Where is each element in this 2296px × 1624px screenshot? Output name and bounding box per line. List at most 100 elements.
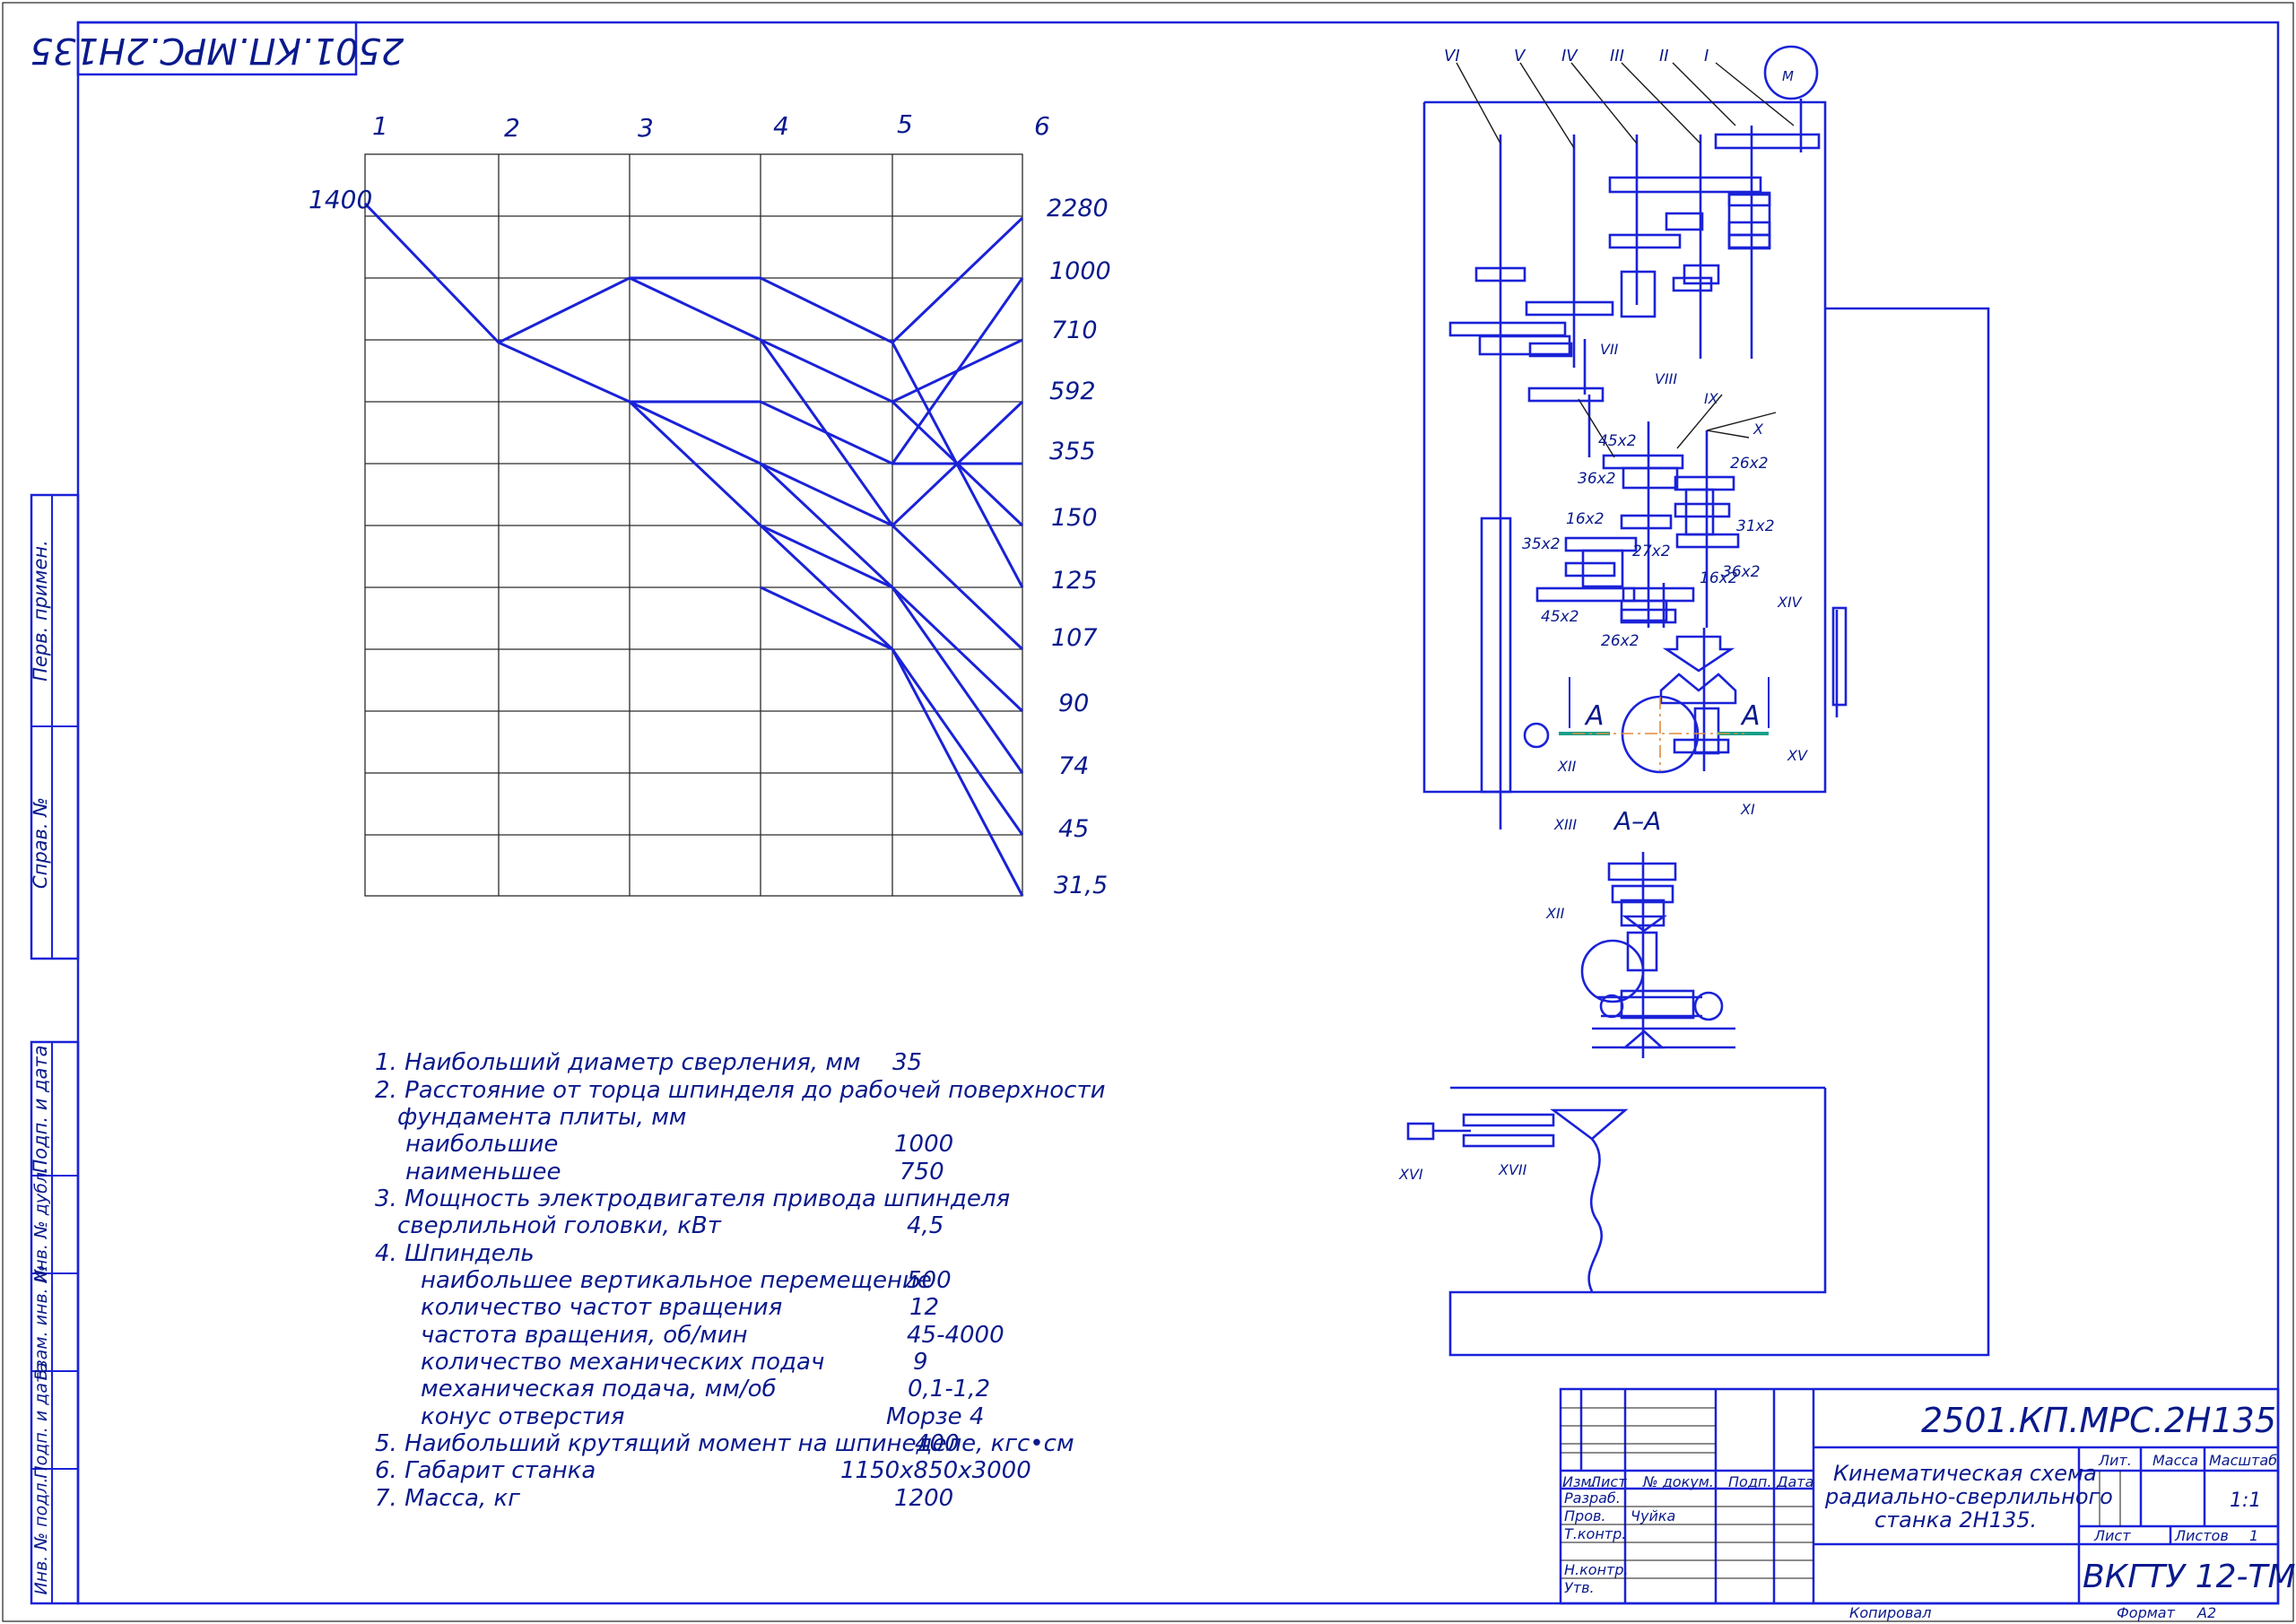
gear-label: 27х2 bbox=[1632, 543, 1671, 560]
stage-label: 4 bbox=[773, 111, 789, 141]
section-letter: А bbox=[1584, 700, 1605, 732]
spec-text: наименьшее bbox=[405, 1159, 561, 1185]
gear-label: 26х2 bbox=[1730, 455, 1769, 473]
gear-label: 16х2 bbox=[1566, 510, 1605, 528]
shaft-label: XI bbox=[1740, 801, 1755, 818]
shaft-label: VI bbox=[1444, 47, 1460, 65]
spec-value: 1200 bbox=[894, 1485, 953, 1512]
speed-ray bbox=[629, 276, 1023, 404]
spec-value: 0,1-1,2 bbox=[908, 1376, 990, 1403]
spec-text: наибольшие bbox=[405, 1131, 558, 1158]
shaft-label: XII bbox=[1545, 905, 1565, 922]
drawing-name-line: радиально-сверлильного bbox=[1824, 1484, 2113, 1509]
side-stamp-label: Перв. примен. bbox=[30, 540, 51, 682]
speed-ray bbox=[498, 277, 1024, 465]
speed-label: 2280 bbox=[1047, 195, 1109, 222]
input-speed-label: 1400 bbox=[309, 185, 372, 214]
motor: М bbox=[1763, 45, 1819, 100]
side-stamp-label: Взам. инв. № bbox=[31, 1264, 51, 1380]
gear-label: 16х2 bbox=[1700, 569, 1738, 587]
stage-label: 5 bbox=[897, 109, 913, 139]
spec-value: 750 bbox=[900, 1159, 944, 1185]
spec-text: 3. Мощность электродвигателя привода шпи… bbox=[375, 1185, 1010, 1212]
machine-housing bbox=[1422, 100, 1990, 1357]
scale-value: 1:1 bbox=[2230, 1489, 2261, 1512]
shaft-label: III bbox=[1610, 47, 1624, 65]
shaft-label: XVI bbox=[1398, 1166, 1423, 1183]
lit-header: Лит. bbox=[2098, 1452, 2132, 1469]
drawing-name-line: станка 2Н135. bbox=[1874, 1507, 2037, 1533]
shaft-label: I bbox=[1704, 47, 1709, 65]
shaft-label: XIV bbox=[1777, 594, 1803, 611]
checker-name: Чуйка bbox=[1631, 1507, 1675, 1524]
role-label: Н.контр. bbox=[1564, 1561, 1629, 1578]
speed-rays bbox=[363, 202, 1024, 897]
drawing-frame bbox=[76, 21, 2280, 1605]
spec-text: количество частот вращения bbox=[421, 1294, 782, 1321]
title-block: 2501.КП.МРС.2Н135 Кинематическая схема р… bbox=[1559, 1387, 2296, 1621]
speed-label: 150 bbox=[1051, 504, 1098, 532]
corner-stamp: 2501.КП.МРС.2Н135 bbox=[30, 21, 404, 76]
spec-value: 400 bbox=[915, 1430, 960, 1457]
mass-header: Масса bbox=[2152, 1452, 2198, 1469]
gear-label: 45х2 bbox=[1541, 608, 1579, 626]
side-stamp-label: Справ. № bbox=[30, 797, 51, 889]
shaft-label: X bbox=[1752, 421, 1764, 438]
shaft-label: XV bbox=[1787, 747, 1808, 764]
gear-label: 26х2 bbox=[1601, 632, 1639, 650]
speed-label: 1000 bbox=[1049, 257, 1111, 285]
col-header: Дата bbox=[1776, 1473, 1813, 1490]
designation: 2501.КП.МРС.2Н135 bbox=[1921, 1401, 2276, 1440]
col-header: Изм. bbox=[1562, 1473, 1596, 1490]
gear-label: 36х2 bbox=[1722, 563, 1761, 581]
spec-value: 35 bbox=[892, 1049, 922, 1076]
col-header: Подп. bbox=[1728, 1473, 1771, 1490]
gear-labels: 45х2 36х2 26х2 16х2 31х2 35х2 27х2 36х2 … bbox=[1522, 432, 1775, 650]
motor-label: М bbox=[1782, 68, 1794, 84]
speed-label: 74 bbox=[1058, 752, 1089, 780]
shaft-label: II bbox=[1659, 47, 1669, 65]
spec-text: наибольшее вертикальное перемещение bbox=[421, 1267, 932, 1294]
speed-ray bbox=[760, 586, 1024, 897]
role-label: Утв. bbox=[1564, 1579, 1595, 1596]
spec-text: 2. Расстояние от торца шпинделя до рабоч… bbox=[375, 1077, 1105, 1104]
speed-ray bbox=[629, 400, 1024, 651]
section-title: А–А bbox=[1613, 806, 1661, 836]
spec-text: 7. Масса, кг bbox=[375, 1485, 520, 1512]
speed-label: 90 bbox=[1058, 690, 1089, 717]
stage-label: 2 bbox=[504, 113, 520, 143]
speed-ray bbox=[759, 462, 1024, 774]
speed-ray bbox=[759, 524, 1024, 836]
feed-mechanism bbox=[1406, 1108, 1629, 1292]
spec-text: сверлильной головки, кВт bbox=[397, 1212, 722, 1239]
shaft-label: XII bbox=[1557, 758, 1577, 775]
shaft-label: IX bbox=[1704, 390, 1719, 407]
stage-label: 1 bbox=[372, 111, 388, 141]
spec-value: 4,5 bbox=[907, 1212, 944, 1239]
spec-text: фундамента плиты, мм bbox=[397, 1104, 686, 1131]
spec-text: 4. Шпиндель bbox=[375, 1240, 535, 1267]
speed-label: 31,5 bbox=[1054, 872, 1108, 899]
organization: ВКГТУ 12-ТМ-1 bbox=[2083, 1559, 2296, 1595]
spec-text: 1. Наибольший диаметр сверления, мм bbox=[375, 1049, 861, 1076]
section-letter: А bbox=[1740, 700, 1761, 732]
spec-value: Морзе 4 bbox=[886, 1403, 984, 1430]
speed-ray bbox=[759, 339, 1024, 528]
spec-value: 12 bbox=[909, 1294, 939, 1321]
speed-label: 45 bbox=[1058, 815, 1089, 843]
shaft-labels: VI V IV III II I VII VIII IX X XIV XV XI… bbox=[1398, 47, 1808, 1183]
spec-list: 1. Наибольший диаметр сверления, мм 35 2… bbox=[375, 1049, 1105, 1512]
gear-label: 36х2 bbox=[1578, 470, 1616, 488]
stage-labels: 1 2 3 4 5 6 bbox=[372, 109, 1050, 143]
speed-label: 592 bbox=[1049, 378, 1096, 405]
corner-stamp-text: 2501.КП.МРС.2Н135 bbox=[30, 30, 404, 71]
shaft-label: VII bbox=[1600, 341, 1619, 358]
speed-chart: 1 2 3 4 5 6 1400 2280 1000 710 592 355 1… bbox=[309, 109, 1111, 899]
role-label: Пров. bbox=[1564, 1507, 1606, 1524]
copied-label: Копировал bbox=[1849, 1604, 1931, 1621]
shaft-label: V bbox=[1514, 47, 1526, 65]
spec-text: 6. Габарит станка bbox=[375, 1457, 596, 1484]
kinematic-scheme: М bbox=[1398, 45, 1990, 1357]
role-label: Т.контр. bbox=[1564, 1525, 1626, 1542]
spec-text: 5. Наибольший крутящий момент на шпинеде… bbox=[375, 1430, 1074, 1457]
